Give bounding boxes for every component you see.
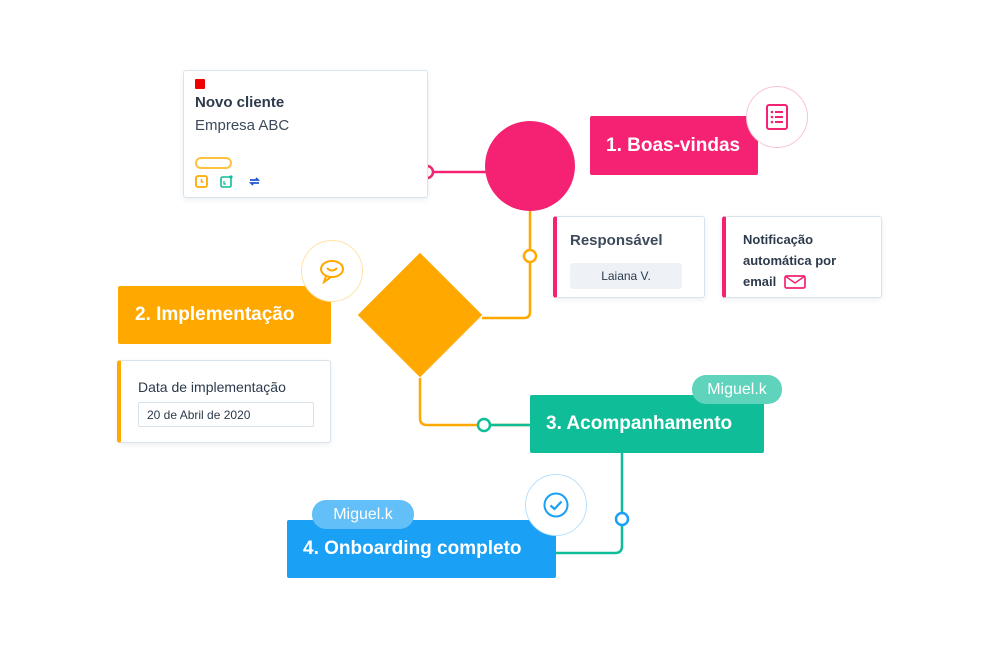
red-flag-icon <box>195 79 205 89</box>
step3-acompanhamento[interactable]: 3. Acompanhamento <box>530 395 764 453</box>
decision-diamond <box>357 252 483 378</box>
step4-assignee-pill[interactable]: Miguel.k <box>312 500 414 529</box>
connector-dot-implementation <box>522 248 538 264</box>
connector-diamond-to-step3 <box>418 378 530 427</box>
responsible-title: Responsável <box>570 232 663 249</box>
implementation-date-field[interactable]: 20 de Abril de 2020 <box>138 402 314 427</box>
new-client-title: Novo cliente <box>195 94 285 111</box>
step2-label: 2. Implementação <box>135 304 295 325</box>
mail-icon <box>784 274 807 289</box>
company-name: Empresa ABC <box>195 117 290 134</box>
checklist-icon-circle <box>746 86 808 148</box>
checklist-icon <box>766 104 788 130</box>
new-client-card[interactable]: Novo cliente Empresa ABC <box>183 70 428 198</box>
connector-step3-to-step4 <box>556 453 624 555</box>
status-pill <box>195 157 232 169</box>
step4-label: 4. Onboarding completo <box>303 538 522 559</box>
step1-label: 1. Boas-vindas <box>606 134 741 156</box>
step2-implementacao[interactable]: 2. Implementação <box>118 286 331 344</box>
check-circle-icon <box>543 492 569 518</box>
responsible-value[interactable]: Laiana V. <box>570 263 682 289</box>
connector-dot-followup <box>476 417 492 433</box>
step3-assignee-pill[interactable]: Miguel.k <box>692 375 782 404</box>
notification-card[interactable]: Notificação automática por email <box>722 216 882 298</box>
notification-text: Notificação automática por email <box>743 229 836 292</box>
step4-onboarding-completo[interactable]: 4. Onboarding completo <box>287 520 556 578</box>
notification-line1: Notificação <box>743 232 814 247</box>
implementation-date-card[interactable]: Data de implementação 20 de Abril de 202… <box>117 360 331 443</box>
clock-icon <box>195 175 208 193</box>
notification-line3-row: email <box>743 271 836 292</box>
notification-line3: email <box>743 274 777 289</box>
sync-icon <box>248 175 261 193</box>
start-circle <box>485 121 575 211</box>
chat-icon-circle <box>301 240 363 302</box>
connector-start-to-diamond <box>482 210 532 320</box>
connector-dot-complete <box>614 511 630 527</box>
calendar-icon <box>220 175 233 193</box>
step1-boas-vindas[interactable]: 1. Boas-vindas <box>590 116 758 175</box>
implementation-date-title: Data de implementação <box>138 379 286 395</box>
chat-bubble-icon <box>320 260 344 284</box>
responsible-card[interactable]: Responsável Laiana V. <box>553 216 705 298</box>
notification-line2: automática por <box>743 253 837 268</box>
step3-label: 3. Acompanhamento <box>546 413 733 434</box>
check-icon-circle <box>525 474 587 536</box>
